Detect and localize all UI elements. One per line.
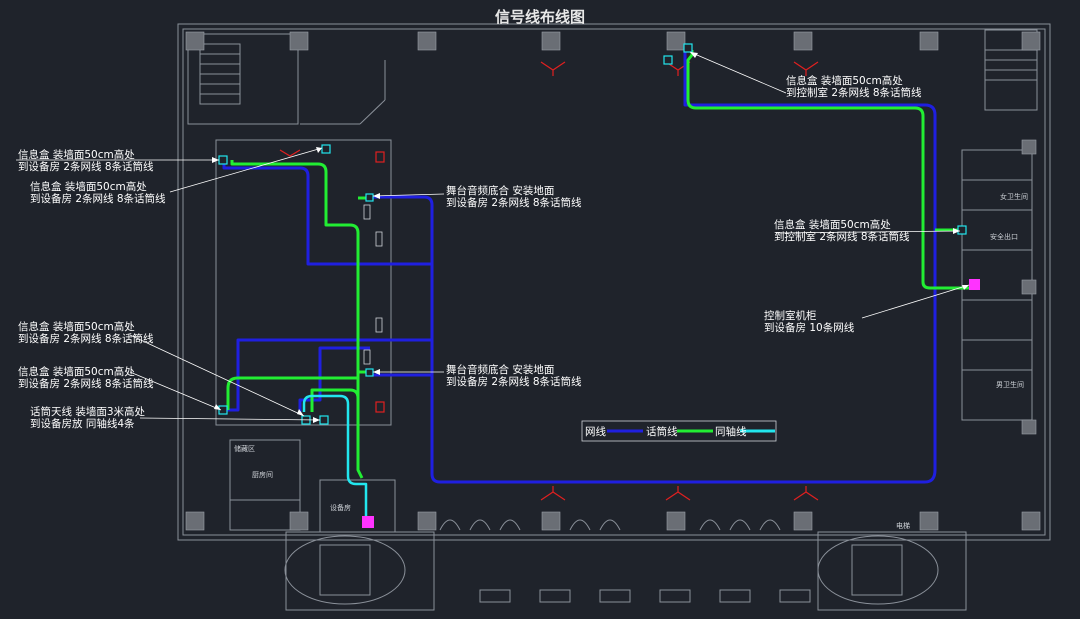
annotation-a4: 舞台音频底合 安装地面 到设备房 2条网线 8条话筒线 <box>446 185 582 209</box>
annotation-a2: 信息盒 装墙面50cm高处 到设备房 2条网线 8条话筒线 <box>18 149 154 173</box>
room-equipment-label: 设备房 <box>330 504 351 512</box>
annotation-a9-line1: 舞台音频底合 安装地面 <box>446 364 555 376</box>
legend-phone-label: 话筒线 <box>646 426 678 438</box>
annotation-a4-line2: 到设备房 2条网线 8条话筒线 <box>446 197 582 209</box>
annotation-a9: 舞台音频底合 安装地面 到设备房 2条网线 8条话筒线 <box>446 364 582 388</box>
annotation-a1: 信息盒 装墙面50cm高处 到控制室 2条网线 8条话筒线 <box>786 75 922 99</box>
annotation-a10: 话筒天线 装墙面3米高处 到设备房放 同轴线4条 <box>30 406 145 430</box>
annotation-a4-line1: 舞台音频底合 安装地面 <box>446 185 555 197</box>
room-men-restroom-label: 男卫生间 <box>996 381 1024 389</box>
annotation-a8-line1: 信息盒 装墙面50cm高处 <box>18 366 135 378</box>
device-boxes <box>363 204 383 365</box>
annotation-a7-line1: 信息盒 装墙面50cm高处 <box>18 321 135 333</box>
room-women-restroom-label: 女卫生间 <box>1000 193 1028 201</box>
leader-arrows <box>212 52 969 423</box>
legend <box>581 420 777 442</box>
columns <box>185 31 1041 531</box>
annotation-a7-line2: 到设备房 2条网线 8条话筒线 <box>18 333 154 345</box>
room-storage-label: 储藏区 <box>234 445 255 453</box>
equipment-room-cabinet <box>362 516 374 528</box>
phone-lines <box>226 50 972 479</box>
annotation-a10-line1: 话筒天线 装墙面3米高处 <box>30 406 146 418</box>
annotation-a7: 信息盒 装墙面50cm高处 到设备房 2条网线 8条话筒线 <box>18 321 154 345</box>
annotation-a3: 信息盒 装墙面50cm高处 到设备房 2条网线 8条话筒线 <box>30 181 166 205</box>
red-symbols <box>279 61 819 501</box>
annotation-a5-line1: 信息盒 装墙面50cm高处 <box>774 219 891 231</box>
annotation-a8: 信息盒 装墙面50cm高处 到设备房 2条网线 8条话筒线 <box>18 366 154 390</box>
annotation-a3-line1: 信息盒 装墙面50cm高处 <box>30 181 147 193</box>
annotation-a2-line2: 到设备房 2条网线 8条话筒线 <box>18 161 154 173</box>
legend-network-label: 网线 <box>585 426 606 438</box>
leader-lines <box>16 51 970 421</box>
annotation-a8-line2: 到设备房 2条网线 8条话筒线 <box>18 378 154 390</box>
annotation-a6: 控制室机柜 到设备房 10条网线 <box>764 310 854 334</box>
annotation-a2-line1: 信息盒 装墙面50cm高处 <box>18 149 135 161</box>
page-title: 信号线布线图 <box>494 8 586 26</box>
annotation-a1-line2: 到控制室 2条网线 8条话筒线 <box>786 87 922 99</box>
network-lines <box>222 50 937 484</box>
room-kitchen-label: 厨房间 <box>252 471 273 479</box>
room-exit-label: 安全出口 <box>990 233 1018 241</box>
outlet-boxes <box>218 43 967 425</box>
annotation-a6-line1: 控制室机柜 <box>764 310 817 322</box>
annotation-a6-line2: 到设备房 10条网线 <box>764 322 855 334</box>
coax-lines <box>302 394 368 520</box>
annotation-a1-line1: 信息盒 装墙面50cm高处 <box>786 75 903 87</box>
annotation-a3-line2: 到设备房 2条网线 8条话筒线 <box>30 193 166 205</box>
annotation-a5-line2: 到控制室 2条网线 8条话筒线 <box>774 231 910 243</box>
room-elevator-label: 电梯 <box>896 522 910 530</box>
control-room-cabinet <box>969 279 980 290</box>
legend-coax-label: 同轴线 <box>715 426 747 438</box>
annotation-a9-line2: 到设备房 2条网线 8条话筒线 <box>446 376 582 388</box>
building-walls <box>177 23 1051 611</box>
annotation-a10-line2: 到设备房放 同轴线4条 <box>30 418 135 430</box>
annotation-a5: 信息盒 装墙面50cm高处 到控制室 2条网线 8条话筒线 <box>774 219 910 243</box>
